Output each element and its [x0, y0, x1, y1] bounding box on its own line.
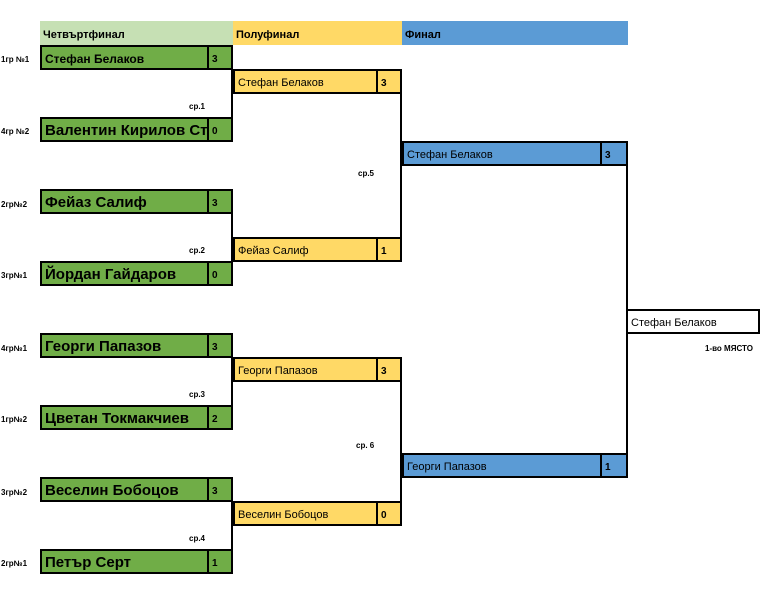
seed-label: 4гр№1	[1, 344, 28, 353]
seed-label: 3гр№2	[1, 488, 28, 497]
match-label: ср.2	[189, 246, 206, 255]
champion-name: Стефан Белаков	[626, 309, 760, 334]
qf-player-name: Валентин Кирилов Сто	[40, 117, 209, 142]
qf-player-score: 3	[209, 189, 233, 214]
bracket-connector	[231, 357, 233, 407]
qf-player-name: Фейаз Салиф	[40, 189, 209, 214]
qf-player-score: 0	[209, 261, 233, 286]
qf-player-name: Стефан Белаков	[40, 45, 209, 70]
match-label: ср.3	[189, 390, 206, 399]
qf-player-name: Петър Серт	[40, 549, 209, 574]
sf-player-score: 0	[378, 501, 402, 526]
bracket-connector	[400, 93, 402, 239]
match-label: ср.1	[189, 102, 206, 111]
qf-player-score: 2	[209, 405, 233, 430]
final-player-name: Георги Папазов	[402, 453, 602, 478]
qf-player-name: Георги Папазов	[40, 333, 209, 358]
seed-label: 1гр №1	[1, 55, 30, 64]
sf-player-score: 1	[378, 237, 402, 262]
match-label: ср. 6	[356, 441, 375, 450]
final-header: Финал	[402, 21, 628, 45]
sf-player-score: 3	[378, 357, 402, 382]
qf-player-score: 0	[209, 117, 233, 142]
qf-player-score: 3	[209, 333, 233, 358]
first-place-label: 1-во МЯСТО	[705, 344, 753, 353]
quarterfinal-header: Четвъртфинал	[40, 21, 233, 45]
sf-player-name: Георги Папазов	[233, 357, 378, 382]
final-player-name: Стефан Белаков	[402, 141, 602, 166]
seed-label: 3гр№1	[1, 271, 28, 280]
sf-player-name: Фейаз Салиф	[233, 237, 378, 262]
seed-label: 1гр№2	[1, 415, 28, 424]
final-player-score: 3	[602, 141, 628, 166]
sf-player-name: Стефан Белаков	[233, 69, 378, 94]
bracket-connector	[231, 69, 233, 119]
sf-player-name: Веселин Бобоцов	[233, 501, 378, 526]
sf-player-score: 3	[378, 69, 402, 94]
bracket-connector	[400, 381, 402, 503]
bracket-connector	[231, 501, 233, 551]
semifinal-header: Полуфинал	[233, 21, 402, 45]
match-label: ср.5	[358, 169, 375, 178]
bracket-connector	[231, 213, 233, 263]
qf-player-score: 3	[209, 477, 233, 502]
seed-label: 4гр №2	[1, 127, 30, 136]
qf-player-name: Веселин Бобоцов	[40, 477, 209, 502]
qf-player-score: 3	[209, 45, 233, 70]
final-player-score: 1	[602, 453, 628, 478]
qf-player-name: Йордан Гайдаров	[40, 261, 209, 286]
qf-player-score: 1	[209, 549, 233, 574]
seed-label: 2гр№1	[1, 559, 28, 568]
seed-label: 2гр№2	[1, 200, 28, 209]
qf-player-name: Цветан Токмакчиев	[40, 405, 209, 430]
match-label: ср.4	[189, 534, 206, 543]
